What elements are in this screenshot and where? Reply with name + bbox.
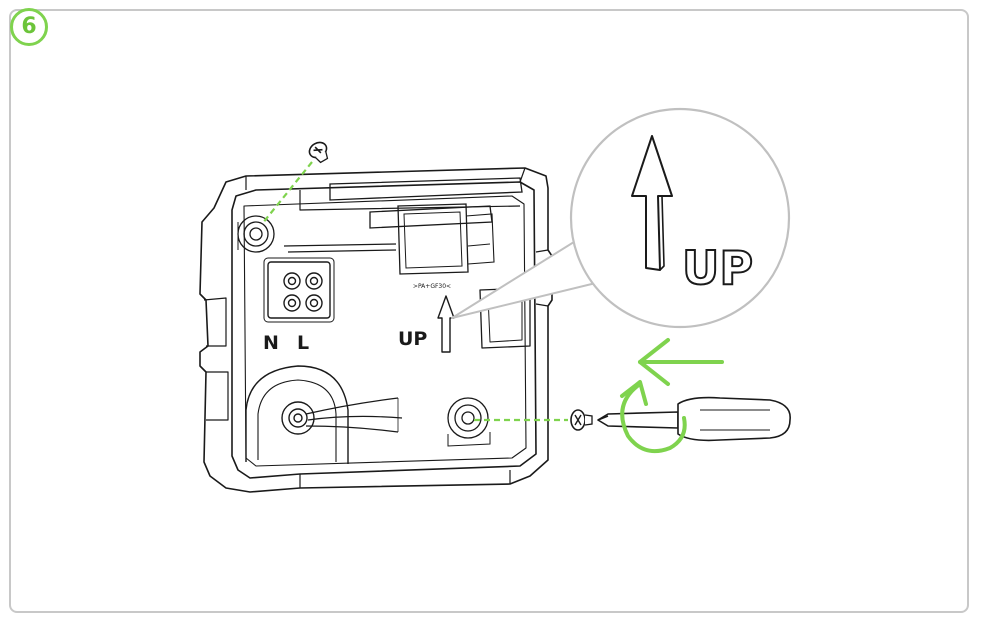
panel-frame (9, 9, 969, 613)
live-label: L (297, 332, 309, 354)
screwdriver-icon (597, 396, 791, 442)
neutral-label: N (263, 332, 279, 354)
top-screw-guide (261, 161, 313, 225)
up-arrow-icon (437, 295, 455, 353)
mounting-boss-top (237, 215, 275, 253)
top-channel (329, 177, 523, 275)
screw-icon (308, 141, 329, 164)
rotate-arrow-icon (620, 380, 687, 453)
up-label-small: UP (398, 328, 427, 350)
mounting-boss-bottom (447, 397, 491, 447)
up-arrow-large-icon (631, 135, 673, 271)
cable-entry (245, 365, 403, 464)
step-number-badge: 6 (10, 8, 48, 46)
material-marking: >PA+GF30< (413, 283, 451, 290)
zoom-callout: UP (451, 107, 791, 329)
push-arrow-icon (638, 338, 724, 386)
terminal-block (263, 257, 335, 323)
side-screw-icon (570, 409, 593, 431)
up-label-large: UP (682, 241, 753, 295)
internal-wire (283, 243, 397, 253)
